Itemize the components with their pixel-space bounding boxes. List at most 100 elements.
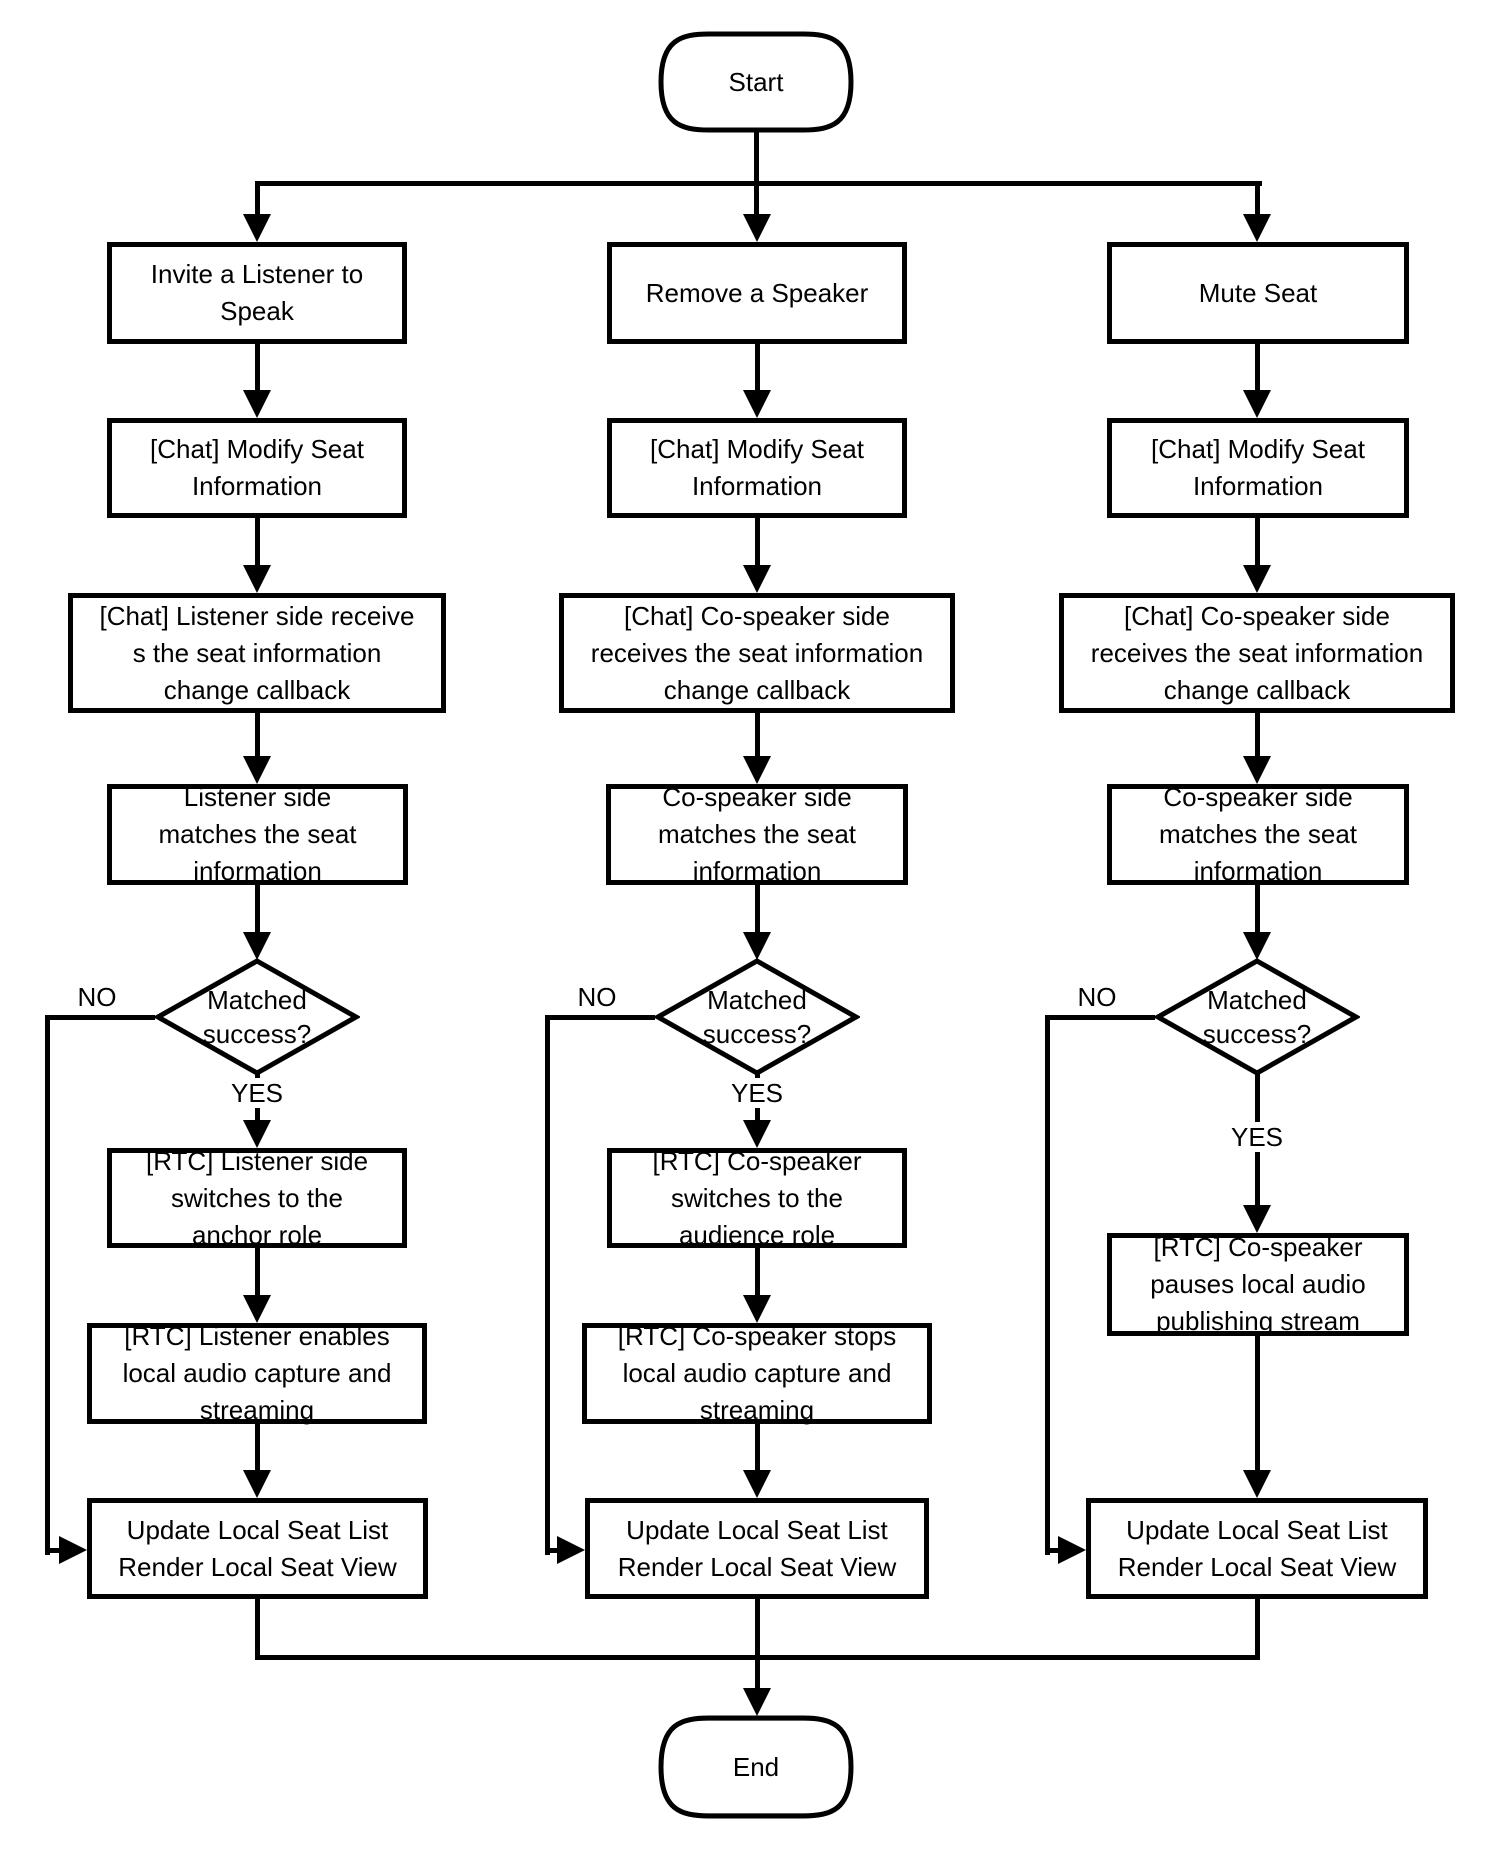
edge-col2-update-end [755, 1597, 760, 1690]
edge-col1-update-merge [255, 1597, 260, 1660]
terminator-shape [658, 1715, 854, 1819]
arrowhead-col2-callback [743, 565, 771, 593]
col1-match-seat-box: Listener side matches the seat informati… [107, 782, 408, 886]
arrowhead-col2-entry [743, 214, 771, 242]
col2-rtc-audio-box: [RTC] Co-speaker stops local audio captu… [582, 1321, 932, 1425]
edge-col3-update-merge [1255, 1597, 1260, 1660]
arrowhead-col3-update [1243, 1470, 1271, 1498]
edge-col2-match-decision [755, 883, 760, 936]
arrowhead-col3-decision [1243, 932, 1271, 960]
col1-receive-callback-label: [Chat] Listener side receive s the seat … [99, 600, 415, 705]
col2-receive-callback-label: [Chat] Co-speaker side receives the seat… [590, 600, 924, 705]
col2-decision-label: Matched success? [702, 985, 812, 1049]
edge-col2-no-horizontal [545, 1015, 655, 1020]
arrowhead-col1-modify [243, 390, 271, 418]
col1-update-seat-label: Update Local Seat List Render Local Seat… [118, 1514, 397, 1582]
col2-match-seat-label: Co-speaker side matches the seat informa… [658, 782, 856, 886]
arrowhead-col1-match [243, 756, 271, 784]
col3-receive-callback-label: [Chat] Co-speaker side receives the seat… [1090, 600, 1424, 705]
col3-rtc-pause-label: [RTC] Co-speaker pauses local audio publ… [1150, 1232, 1366, 1336]
col1-modify-seat-box: [Chat] Modify Seat Information [107, 418, 407, 518]
diamond-shape [154, 958, 360, 1076]
end-terminator: End [657, 1714, 855, 1820]
edge-col2-no-entry [545, 1548, 561, 1553]
edge-col3-no-horizontal [1045, 1015, 1155, 1020]
start-terminator: Start [657, 30, 855, 134]
col2-rtc-switch-label: [RTC] Co-speaker switches to the audienc… [652, 1145, 862, 1250]
arrowhead-col1-entry [243, 214, 271, 242]
arrowhead-col1-callback [243, 565, 271, 593]
edge-col1-entry-modify [255, 342, 260, 394]
col2-match-seat-box: Co-speaker side matches the seat informa… [606, 782, 908, 886]
col3-yes-label: YES [1217, 1122, 1297, 1152]
edge-col1-no-horizontal [45, 1015, 155, 1020]
col1-no-label: NO [77, 982, 117, 1012]
col3-update-seat-label: Update Local Seat List Render Local Seat… [1117, 1514, 1397, 1582]
edge-col3-no-entry [1045, 1548, 1062, 1553]
edge-col2-no-vertical [545, 1015, 550, 1555]
col1-rtc-switch-label: [RTC] Listener side switches to the anch… [145, 1145, 369, 1250]
edge-col3-no-vertical [1045, 1015, 1050, 1555]
arrowhead-col3-callback [1243, 565, 1271, 593]
edge-col1-rtcswitch-rtcaudio [255, 1246, 260, 1297]
col2-entry-box: Remove a Speaker [607, 242, 907, 344]
diamond-shape [1154, 958, 1360, 1076]
col1-rtc-audio-label: [RTC] Listener enables local audio captu… [122, 1321, 392, 1425]
col1-rtc-switch-box: [RTC] Listener side switches to the anch… [107, 1146, 407, 1250]
edge-col1-modify-callback [255, 516, 260, 569]
col1-receive-callback-box: [Chat] Listener side receive s the seat … [68, 593, 446, 713]
col3-no-label: NO [1077, 982, 1117, 1012]
arrowhead-col1-update [243, 1470, 271, 1498]
col3-modify-seat-box: [Chat] Modify Seat Information [1107, 418, 1409, 518]
diamond-shape [654, 958, 860, 1076]
arrowhead-col2-decision [743, 932, 771, 960]
arrowhead-col1-rtcswitch [243, 1120, 271, 1148]
edge-branch-to-col1 [255, 183, 260, 218]
terminator-shape [658, 31, 854, 133]
col3-receive-callback-box: [Chat] Co-speaker side receives the seat… [1059, 593, 1455, 713]
arrowhead-col2-rtcswitch [743, 1120, 771, 1148]
arrowhead-col2-no-entry [557, 1536, 585, 1564]
arrowhead-col2-modify [743, 390, 771, 418]
edge-col2-callback-match [755, 711, 760, 760]
edge-col3-entry-modify [1255, 342, 1260, 394]
edge-branch-to-col3 [1255, 183, 1260, 218]
arrowhead-col1-rtcaudio [243, 1295, 271, 1323]
edge-col3-callback-match [1255, 711, 1260, 760]
edge-col3-match-decision [1255, 883, 1260, 936]
start-label: Start [728, 66, 784, 97]
arrowhead-end [743, 1688, 771, 1716]
edge-col2-modify-callback [755, 516, 760, 569]
col1-entry-box: Invite a Listener to Speak [107, 242, 407, 344]
arrowhead-col1-no-entry [59, 1536, 87, 1564]
col3-match-seat-box: Co-speaker side matches the seat informa… [1107, 782, 1409, 886]
edge-branch-horizontal [255, 181, 1262, 186]
edge-col3-modify-callback [1255, 516, 1260, 569]
arrowhead-col3-modify [1243, 390, 1271, 418]
col2-entry-label: Remove a Speaker [645, 277, 869, 308]
col3-modify-seat-label: [Chat] Modify Seat Information [1151, 434, 1365, 501]
edge-col1-match-decision [255, 883, 260, 936]
col1-update-seat-box: Update Local Seat List Render Local Seat… [87, 1498, 428, 1599]
arrowhead-col3-no-entry [1058, 1536, 1086, 1564]
arrowhead-col3-rtcpause [1243, 1205, 1271, 1233]
arrowhead-col1-decision [243, 932, 271, 960]
edge-col3-rtcpause-update [1255, 1334, 1260, 1472]
col1-decision-label: Matched success? [202, 985, 312, 1049]
edge-col1-rtcaudio-update [255, 1422, 260, 1472]
arrowhead-col3-entry [1243, 214, 1271, 242]
edge-col1-no-entry [45, 1548, 65, 1553]
edge-col1-callback-match [255, 711, 260, 760]
col2-modify-seat-label: [Chat] Modify Seat Information [650, 434, 864, 501]
col1-decision-diamond: Matched success? [154, 957, 360, 1077]
col1-modify-seat-label: [Chat] Modify Seat Information [150, 434, 364, 501]
col3-update-seat-box: Update Local Seat List Render Local Seat… [1086, 1498, 1428, 1599]
arrowhead-col3-match [1243, 756, 1271, 784]
col2-no-label: NO [577, 982, 617, 1012]
col2-receive-callback-box: [Chat] Co-speaker side receives the seat… [559, 593, 955, 713]
col3-entry-label: Mute Seat [1198, 277, 1318, 308]
col2-decision-diamond: Matched success? [654, 957, 860, 1077]
col3-rtc-pause-box: [RTC] Co-speaker pauses local audio publ… [1107, 1232, 1409, 1336]
col1-rtc-audio-box: [RTC] Listener enables local audio captu… [87, 1321, 427, 1425]
